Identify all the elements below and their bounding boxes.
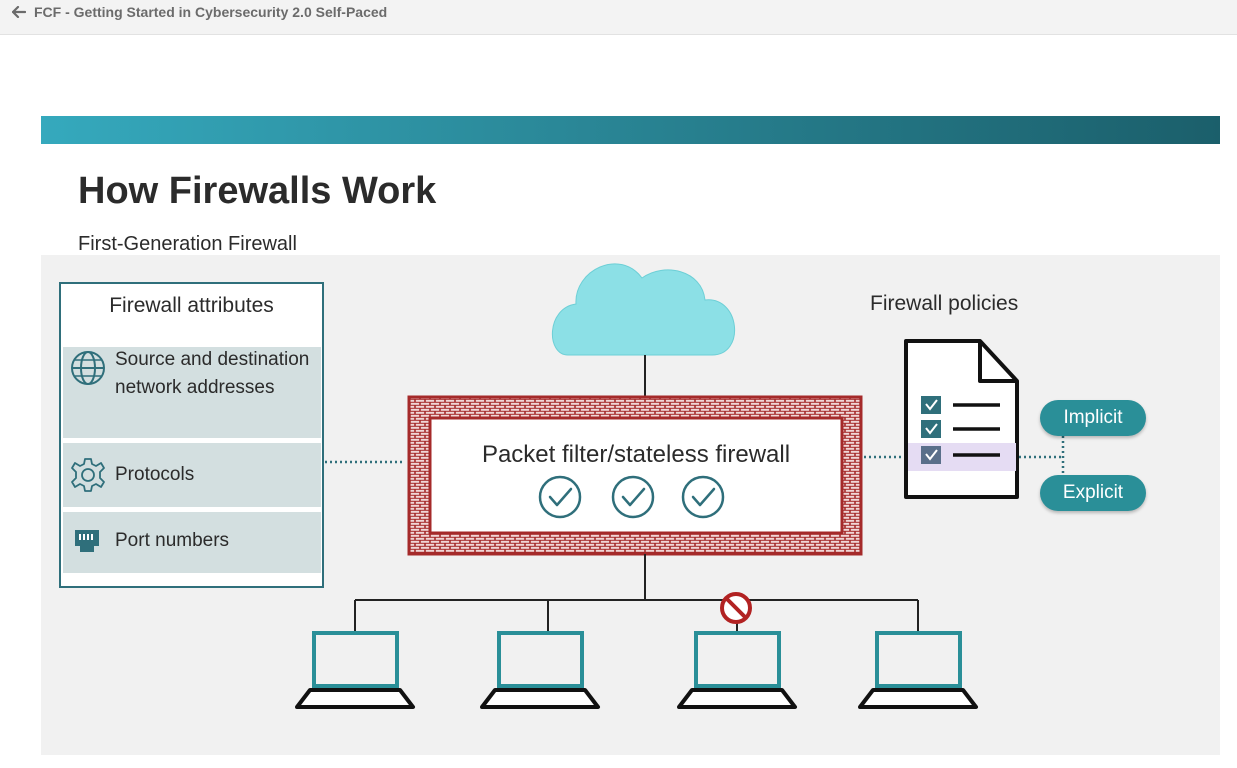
firewall-box xyxy=(428,416,844,535)
attribute-label-protocols: Protocols xyxy=(115,464,195,485)
policy-document-icon xyxy=(904,339,1019,499)
implicit-pill[interactable]: Implicit xyxy=(1040,400,1146,436)
laptop-icon xyxy=(480,631,600,709)
page-subtitle: First-Generation Firewall xyxy=(78,233,297,255)
attribute-item-addresses: Source and destination network addresses xyxy=(63,347,321,438)
attribute-item-protocols: Protocols xyxy=(63,443,321,507)
laptop-icon xyxy=(677,631,797,709)
attribute-item-ports: Port numbers xyxy=(63,512,321,573)
top-bar: FCF - Getting Started in Cybersecurity 2… xyxy=(0,0,1237,35)
check-circle-icon xyxy=(681,475,725,519)
globe-icon xyxy=(71,351,105,385)
check-circle-icon xyxy=(538,475,582,519)
explicit-pill[interactable]: Explicit xyxy=(1040,475,1146,511)
lan-connections xyxy=(354,554,919,632)
page-title: How Firewalls Work xyxy=(78,170,437,212)
attribute-label-ports: Port numbers xyxy=(115,530,230,551)
blocked-icon xyxy=(720,592,752,624)
attributes-panel-title: Firewall attributes xyxy=(109,294,274,317)
laptop-icon xyxy=(295,631,415,709)
firewall-label: Packet filter/stateless firewall xyxy=(481,441,791,468)
policies-title: Firewall policies xyxy=(870,292,1019,315)
network-port-icon xyxy=(75,530,99,552)
back-link[interactable]: FCF - Getting Started in Cybersecurity 2… xyxy=(12,3,387,21)
cloud-icon xyxy=(552,263,735,356)
gear-icon xyxy=(71,458,105,492)
attribute-label-addresses: Source and destination network addresses xyxy=(115,349,310,398)
check-circle-icon xyxy=(611,475,655,519)
arrow-left-icon xyxy=(12,6,26,18)
firewall-attributes-panel: Firewall attributes Source and destinati… xyxy=(59,282,324,588)
course-title: FCF - Getting Started in Cybersecurity 2… xyxy=(34,4,388,20)
laptop-icon xyxy=(858,631,978,709)
header-banner xyxy=(41,116,1220,144)
